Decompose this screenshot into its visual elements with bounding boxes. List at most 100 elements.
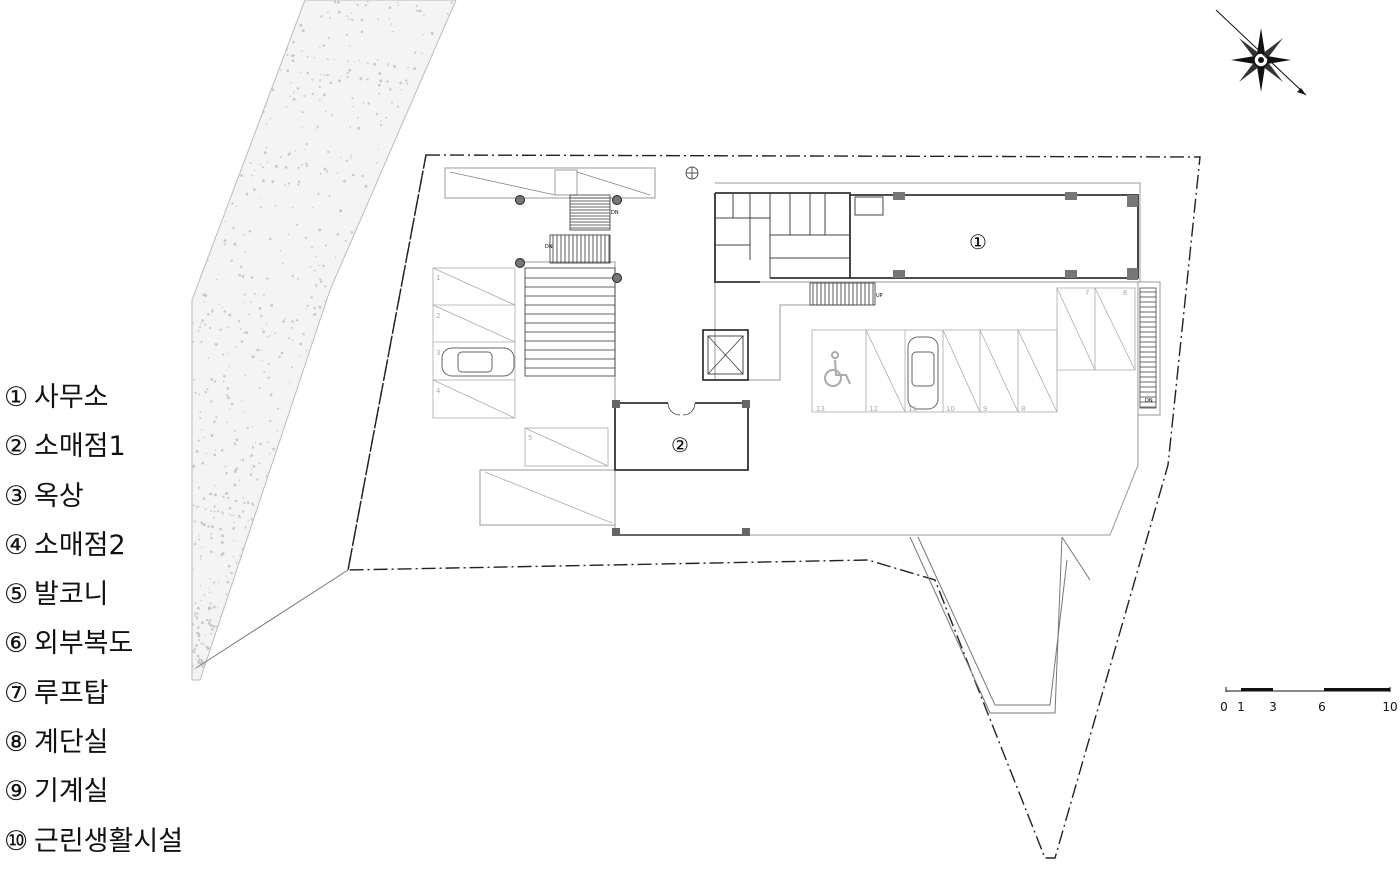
parking-stall-number: 10 — [946, 405, 955, 413]
hatch-dot — [234, 442, 236, 444]
hatch-dot — [270, 304, 274, 307]
hatch-dot — [303, 148, 305, 151]
hatch-dot — [210, 400, 213, 403]
hatch-dot — [226, 326, 228, 328]
hatch-dot — [239, 327, 242, 330]
hatch-dot — [376, 162, 378, 164]
hatch-dot — [280, 351, 284, 355]
hatch-dot — [258, 197, 260, 199]
hatch-dot — [203, 643, 206, 646]
hatch-dot — [241, 510, 245, 513]
hatch-dot — [198, 658, 201, 662]
hatch-dot — [197, 439, 200, 442]
hatch-dot — [289, 381, 291, 383]
legend-number: ③ — [4, 480, 29, 512]
hatch-dot — [235, 438, 239, 442]
hatch-dot — [191, 622, 195, 626]
hatch-dot — [199, 417, 202, 420]
hatch-dot — [327, 36, 330, 40]
hatch-dot — [213, 453, 217, 457]
hatch-dot — [377, 18, 380, 21]
hatch-dot — [318, 86, 321, 89]
hatch-dot — [214, 493, 217, 497]
hatch-dot — [198, 535, 201, 537]
legend-label: 사무소 — [34, 382, 109, 413]
hatch-dot — [327, 150, 330, 154]
hatch-dot — [256, 478, 259, 481]
parking-stall-number: 13 — [816, 405, 825, 413]
hatch-dot — [379, 123, 382, 127]
hatch-dot — [251, 355, 255, 359]
hatch-dot — [314, 128, 317, 131]
hatch-dot — [251, 445, 254, 447]
hatch-dot — [213, 510, 216, 513]
hatch-dot — [430, 32, 434, 35]
hatch-dot — [197, 639, 200, 641]
hatch-dot — [243, 501, 246, 504]
hatch-dot — [319, 278, 322, 281]
hatch-dot — [223, 239, 227, 243]
hatch-dot — [196, 606, 200, 610]
hatch-dot — [313, 56, 316, 59]
hatch-dot — [380, 119, 382, 122]
hatch-dot — [192, 322, 194, 324]
hatch-dot — [240, 174, 243, 177]
hatch-dot — [231, 515, 233, 517]
hatch-dot — [223, 243, 226, 246]
hatch-dot — [319, 79, 322, 82]
hatch-dot — [199, 322, 202, 325]
hatch-dot — [345, 33, 348, 36]
legend-number: ④ — [4, 529, 29, 561]
hatch-dot — [238, 514, 241, 518]
hatch-dot — [228, 313, 232, 317]
hatch-dot — [256, 348, 260, 352]
hatch-dot — [204, 390, 207, 394]
hatch-dot — [266, 441, 269, 444]
door-swing — [667, 402, 696, 416]
hatch-dot — [199, 326, 202, 329]
hatch-dot — [207, 525, 210, 528]
hatch-dot — [213, 581, 216, 584]
hatch-dot — [378, 72, 382, 75]
hatch-dot — [292, 40, 295, 44]
hatch-dot — [265, 123, 268, 125]
parking-stall-number: 1 — [436, 274, 440, 282]
hatch-dot — [270, 393, 273, 395]
parking-stall-number: 6 — [1123, 289, 1128, 297]
hatch-dot — [192, 340, 195, 343]
hatch-dot — [265, 277, 269, 280]
hatch-dot — [194, 391, 197, 394]
hatch-dot — [197, 626, 200, 629]
hatch-dot — [340, 75, 342, 78]
hatch-dot — [274, 332, 276, 335]
hatch-dot — [249, 473, 253, 477]
hatch-dot — [261, 179, 265, 183]
hatch-dot — [351, 105, 354, 108]
hatch-dot — [201, 429, 203, 431]
hatch-dot — [285, 106, 288, 108]
hatch-dot — [364, 4, 367, 7]
scale-tick-label: 10 — [1382, 700, 1398, 714]
legend-label: 루프탑 — [34, 677, 109, 709]
hatch-dot — [251, 426, 254, 428]
hatch-dot — [233, 483, 237, 487]
hatch-dot — [238, 274, 241, 277]
hatch-dot — [303, 94, 306, 98]
hatch-dot — [293, 91, 296, 93]
hatch-dot — [291, 339, 294, 342]
hatch-dot — [297, 183, 300, 186]
hatch-dot — [227, 396, 230, 400]
hatch-dot — [290, 326, 293, 329]
hatch-dot — [197, 660, 201, 664]
hatch-dot — [210, 525, 214, 529]
hatch-dot — [237, 320, 241, 323]
hatch-dot — [305, 142, 309, 146]
hatch-dot — [250, 276, 254, 279]
hatch-dot — [346, 76, 349, 79]
hatch-dot — [390, 23, 393, 25]
hatch-dot — [387, 64, 389, 67]
